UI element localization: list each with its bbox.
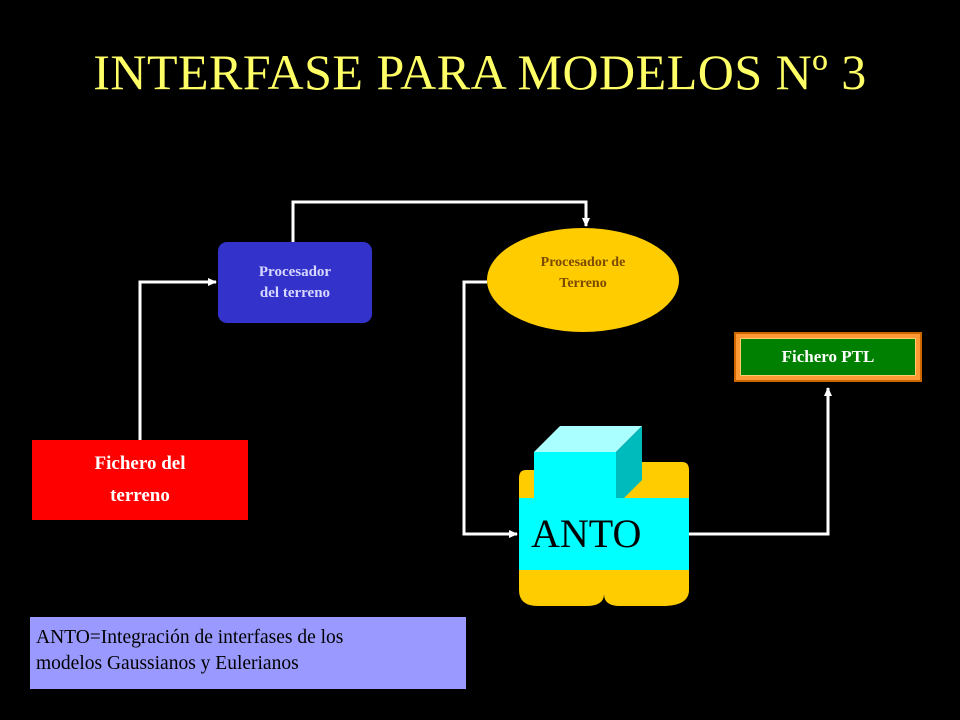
- procesador-de-terreno-line1: Procesador de: [540, 255, 626, 270]
- connector-procesador-to-ellipse: [291, 200, 590, 242]
- procesador-de-terreno-line2: Terreno: [559, 276, 607, 291]
- fichero-ptl-node: Fichero PTL: [734, 332, 922, 382]
- procesador-terreno-node: Procesador del terreno: [218, 242, 372, 323]
- connector-ellipse-to-anto: [462, 280, 518, 538]
- note-line1: ANTO=Integración de interfases de los: [36, 627, 344, 648]
- fichero-terreno-line2: terreno: [110, 485, 170, 506]
- anto-label: ANTO: [519, 498, 689, 570]
- connector-anto-to-ptl: [689, 387, 832, 536]
- fichero-terreno-line1: Fichero del: [94, 453, 186, 474]
- page-title: INTERFASE PARA MODELOS Nº 3: [93, 44, 867, 100]
- note-line2: modelos Gaussianos y Eulerianos: [36, 653, 299, 674]
- procesador-terreno-line1: Procesador: [258, 263, 332, 280]
- note-box: ANTO=Integración de interfases de los mo…: [30, 617, 466, 689]
- fichero-terreno-node: Fichero del terreno: [32, 440, 248, 520]
- fichero-ptl-label: Fichero PTL: [740, 338, 916, 376]
- procesador-terreno-line2: del terreno: [259, 284, 331, 301]
- connector-fichero-to-procesador: [138, 278, 217, 440]
- anto-database-icon: [519, 426, 689, 606]
- procesador-de-terreno-node: Procesador de Terreno: [487, 228, 679, 332]
